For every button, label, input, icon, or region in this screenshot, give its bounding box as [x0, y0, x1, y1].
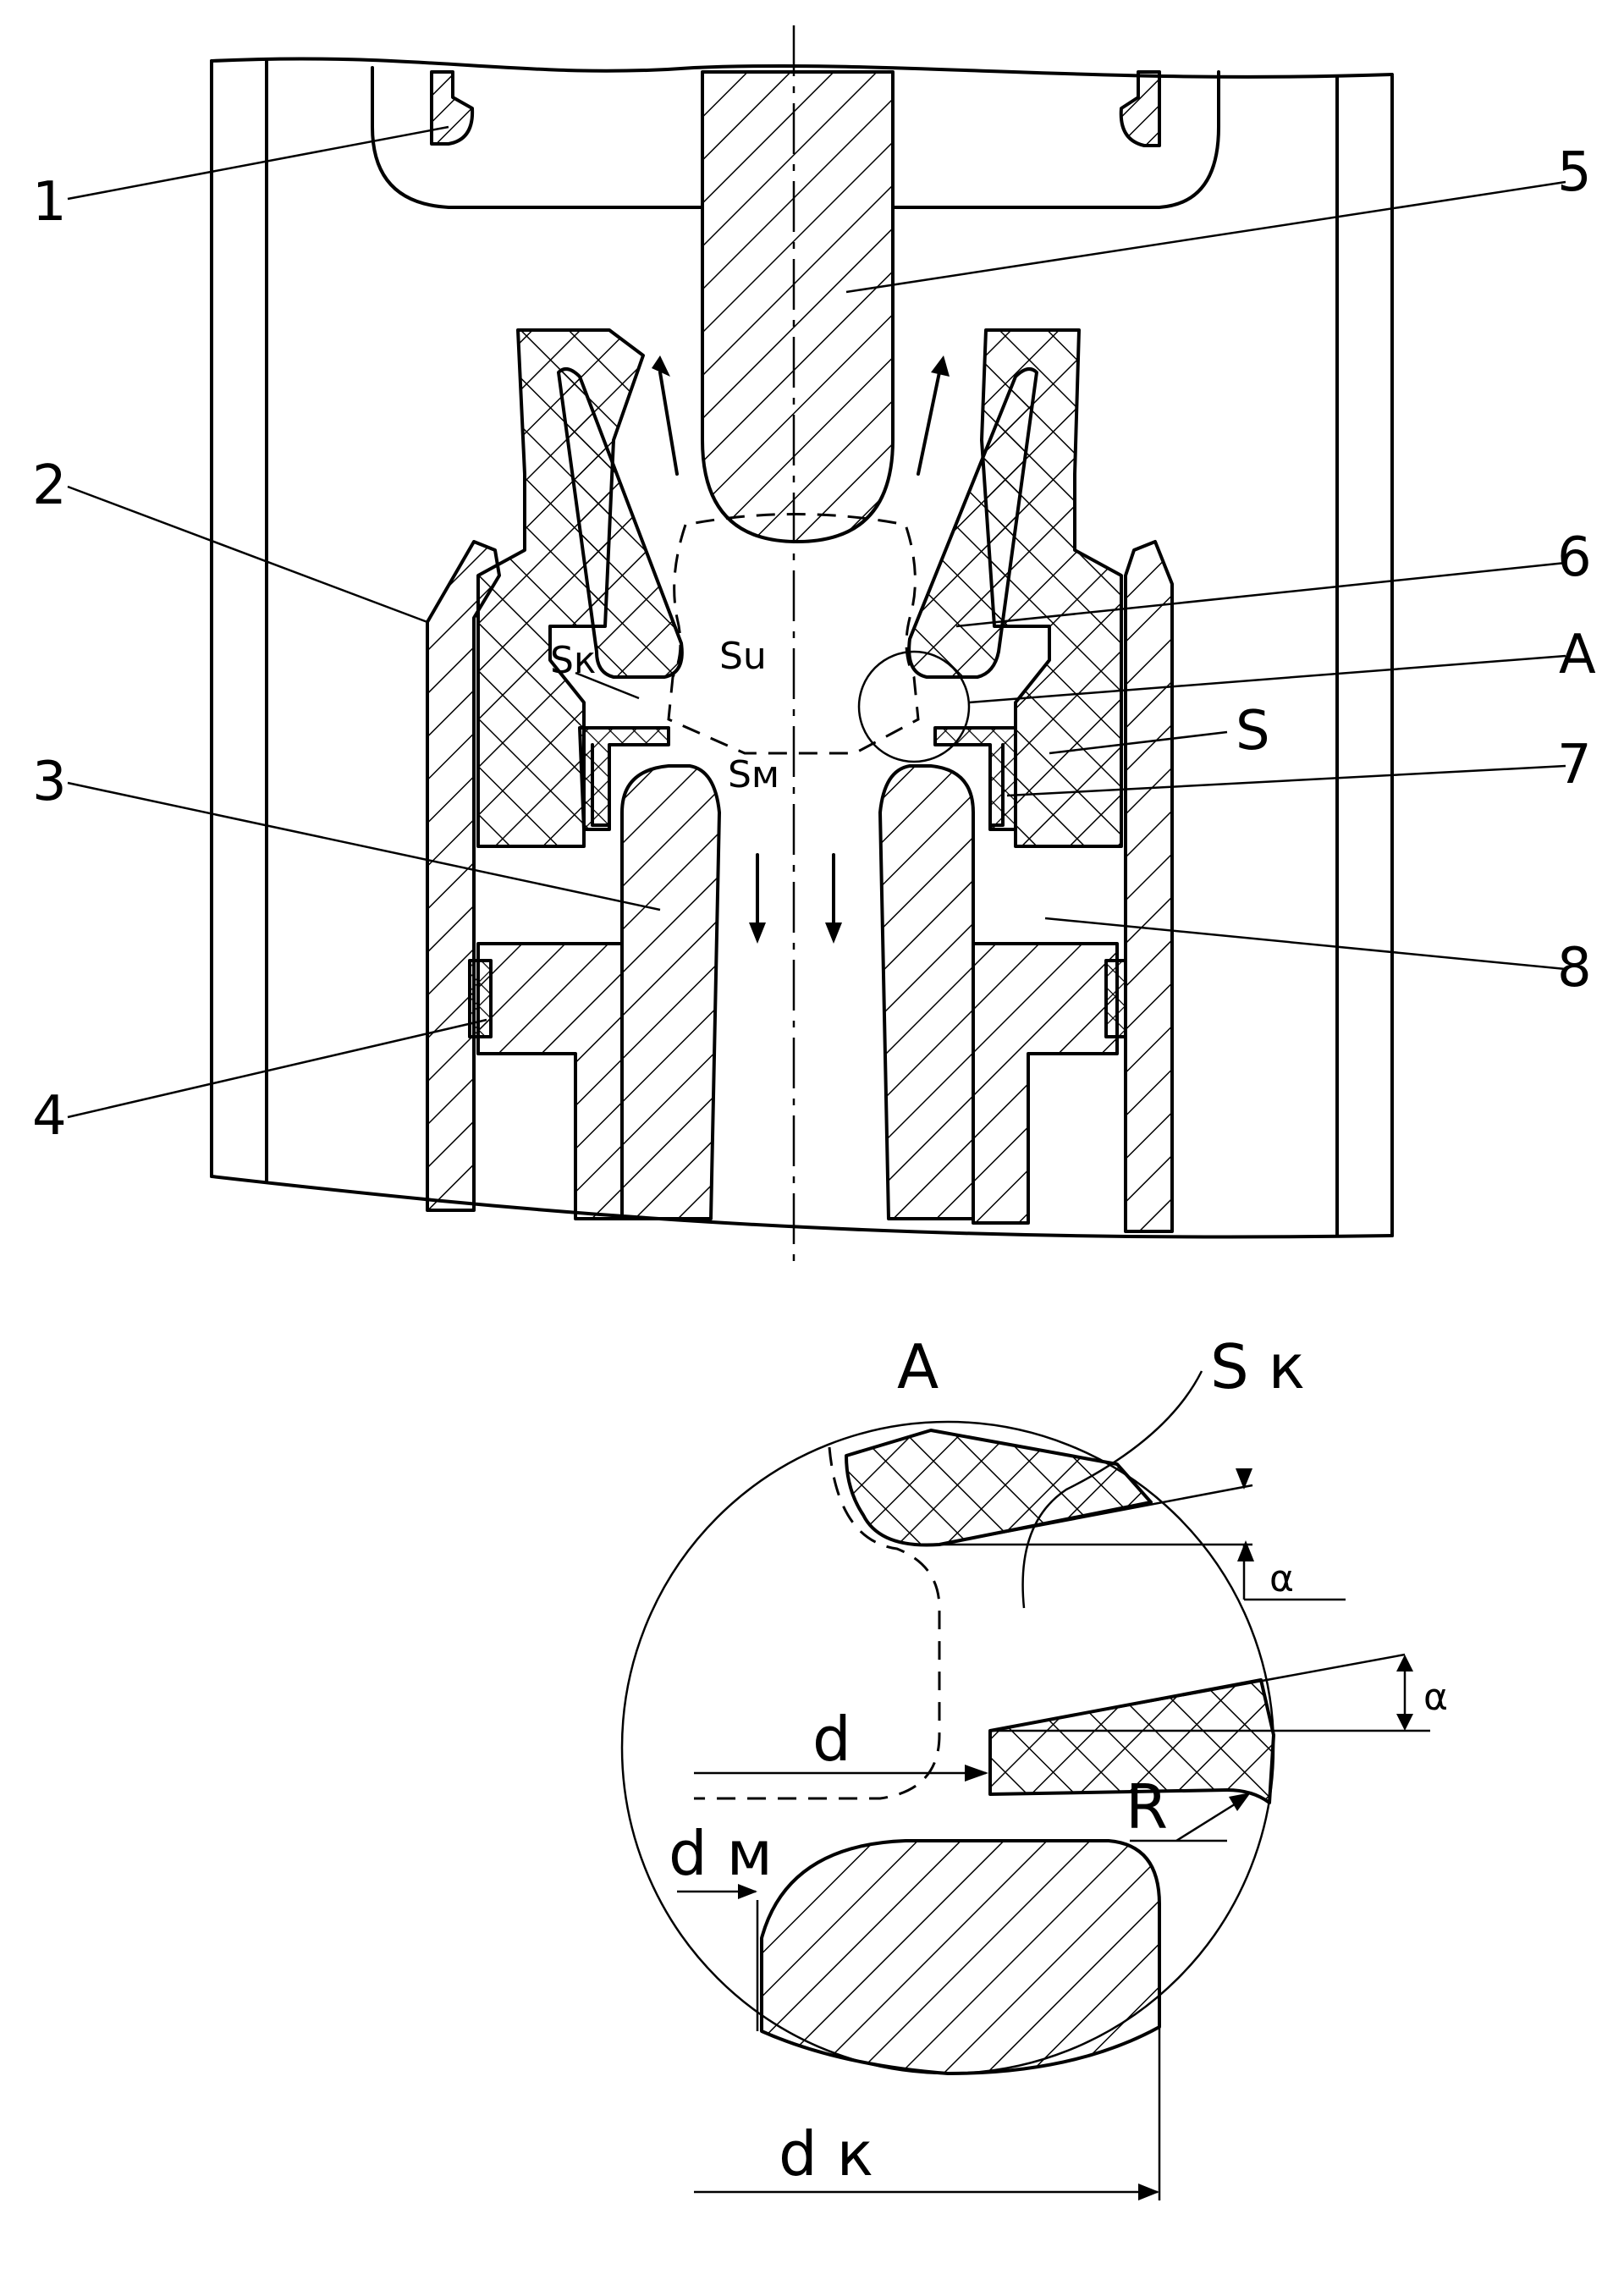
main-section-view: 1 5 2 6 A S 7 3 8 4 Sк Su Sм: [32, 25, 1596, 1269]
top-cap-lug-right: [1121, 72, 1159, 146]
tube-bottom-break: [212, 1176, 1392, 1237]
detail-upper-insulator: [846, 1430, 1151, 1545]
callout-s: S: [1236, 700, 1270, 763]
alpha-bottom-arrow2: [1396, 1714, 1413, 1731]
outer-tube-left: [212, 61, 267, 1181]
seal-ring-left: [470, 961, 491, 1037]
callout-8: 8: [1557, 937, 1592, 1000]
outer-sleeve-right: [1126, 542, 1172, 1231]
detail-a-title: A: [897, 1331, 939, 1402]
top-cap-lug-left: [432, 72, 472, 144]
dim-r-arrow: [1229, 1793, 1251, 1811]
outer-tube-right: [1337, 76, 1392, 1236]
seal-ring-right: [1106, 961, 1126, 1037]
label-sk: Sк: [550, 639, 597, 682]
nozzle-body-left: [622, 766, 719, 1219]
contact-finger-right: [909, 369, 1037, 677]
detail-label-alpha-bottom: α: [1423, 1676, 1448, 1719]
nozzle-body-right: [880, 766, 973, 1219]
callout-a: A: [1559, 624, 1596, 686]
detail-label-sk: S к: [1210, 1331, 1305, 1402]
detail-nozzle-fragment: [762, 1841, 1159, 2073]
alpha-bottom-arrow: [1396, 1655, 1413, 1671]
label-su: Su: [719, 635, 767, 678]
detail-label-dk: d к: [779, 2118, 873, 2189]
detail-a-view: A S к α α d R: [622, 1331, 1448, 2200]
detail-label-r: R: [1126, 1771, 1168, 1842]
support-disc-right: [973, 944, 1117, 1223]
dim-d-arrow: [965, 1765, 988, 1782]
callout-1: 1: [32, 171, 67, 234]
callout-5: 5: [1557, 141, 1592, 204]
central-pin: [702, 72, 893, 542]
callout-2: 2: [32, 454, 67, 517]
detail-label-d: d: [812, 1704, 851, 1775]
flow-arrows-down: [749, 855, 842, 944]
dim-dk-arrow: [1138, 2184, 1159, 2200]
detail-label-alpha-top: α: [1269, 1557, 1294, 1600]
detail-label-dm: d м: [669, 1818, 773, 1889]
callout-4: 4: [32, 1085, 67, 1148]
callout-6: 6: [1557, 526, 1592, 589]
callout-3: 3: [32, 751, 67, 813]
label-sm: Sм: [728, 753, 779, 796]
callout-7: 7: [1557, 734, 1592, 796]
support-disc-left: [478, 944, 622, 1219]
